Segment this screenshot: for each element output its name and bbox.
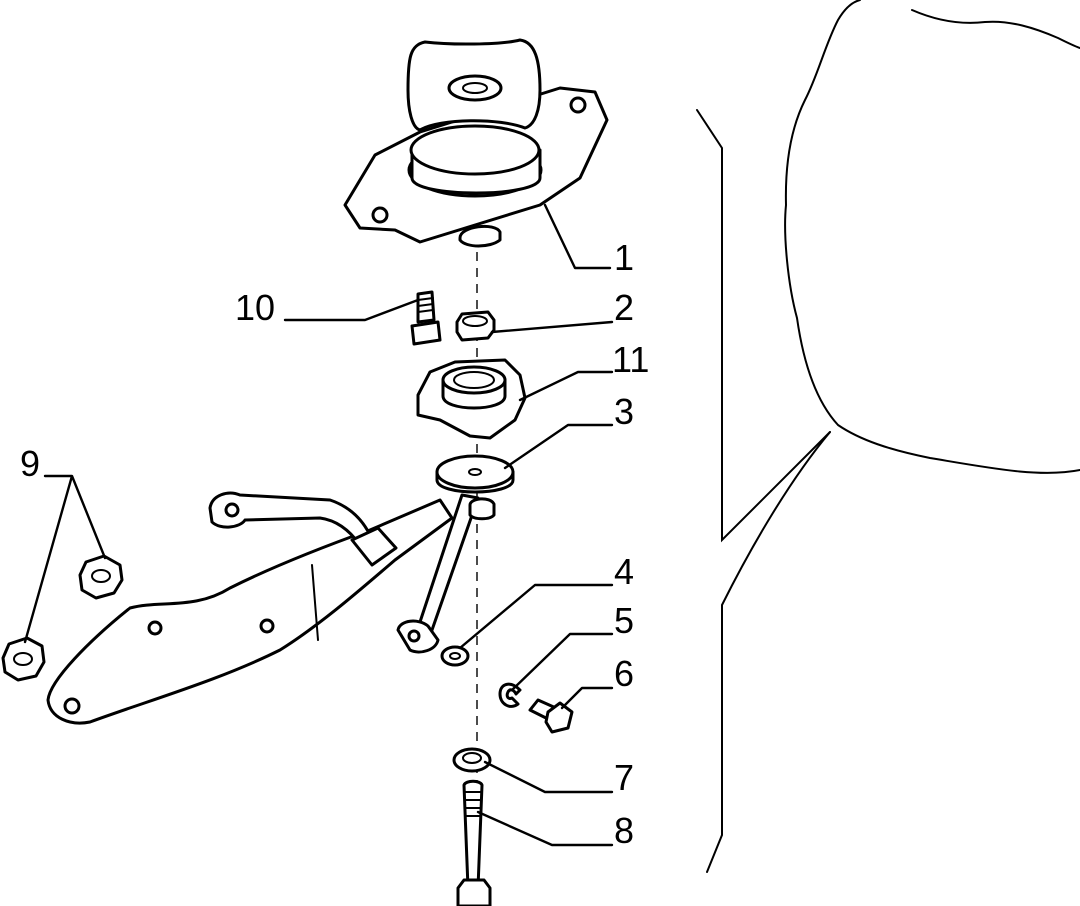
spring-washer-part	[498, 682, 522, 708]
lower-washer-part	[452, 747, 492, 773]
leader-3	[503, 423, 614, 470]
engine-mount-part	[343, 38, 609, 248]
callout-1: 1	[614, 237, 634, 278]
callout-4: 4	[614, 551, 634, 592]
callout-8: 8	[614, 810, 634, 851]
bushing-support-part	[416, 358, 527, 440]
leader-4	[458, 583, 614, 650]
leader-11	[518, 370, 614, 402]
leader-1	[543, 203, 612, 270]
leader-6	[560, 686, 614, 710]
bolt-part	[410, 290, 442, 346]
callout-5: 5	[614, 600, 634, 641]
leader-5	[510, 632, 614, 692]
leader-8	[476, 810, 614, 847]
leader-lines	[23, 203, 614, 847]
callout-9: 9	[20, 443, 40, 484]
vehicle-body-outline	[696, 0, 1080, 873]
leader-2	[490, 320, 614, 334]
callout-10: 10	[235, 287, 275, 328]
callout-labels: 1 2 3 4 5 6 7 8 9 10 11	[20, 237, 649, 851]
washer-part	[440, 645, 470, 667]
leader-10	[283, 298, 420, 322]
nut-part	[455, 310, 496, 342]
leader-7	[483, 760, 614, 794]
nut-pair-part	[1, 554, 124, 682]
small-bolt-part	[528, 698, 574, 734]
long-bolt-part	[456, 779, 492, 906]
callout-2: 2	[614, 287, 634, 328]
callout-11: 11	[612, 339, 649, 380]
callout-7: 7	[614, 757, 634, 798]
leader-9	[23, 474, 107, 644]
callout-6: 6	[614, 653, 634, 694]
callout-3: 3	[614, 391, 634, 432]
bracket-lever-part	[46, 454, 515, 725]
